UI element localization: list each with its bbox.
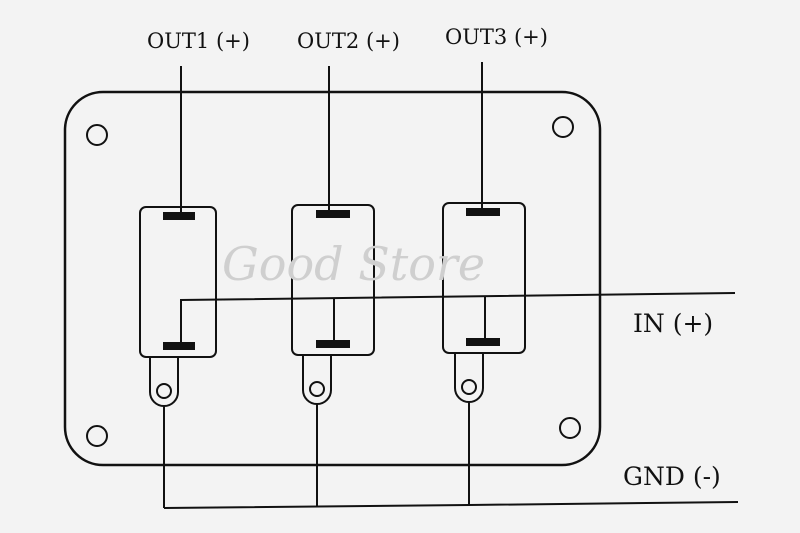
switch-2-top-terminal [316,210,350,218]
switch-body-2 [291,204,375,356]
switch-2-bottom-terminal [316,340,350,348]
switch-3-bottom-terminal [466,338,500,346]
ground-tab-3 [454,354,484,403]
ground-tab-2 [302,356,332,405]
mounting-hole-bottom-left [86,425,108,447]
watermark-text: Good Store [222,237,485,291]
switch-3-top-terminal [466,208,500,216]
ground-tab-1 [149,357,179,407]
mounting-hole-bottom-right [559,417,581,439]
ground-tab-hole-1 [156,383,172,399]
gnd-label: GND (-) [623,462,721,491]
out2-label: OUT2 (+) [297,29,400,53]
ground-tab-hole-3 [461,379,477,395]
ground-bus-wire [163,501,739,509]
input-bus-wire [180,292,736,342]
out3-label: OUT3 (+) [445,25,548,49]
switch-panel-plate [63,90,602,467]
switch-1-top-terminal [163,212,195,220]
switch-1-bottom-terminal [163,342,195,350]
switch-body-1 [139,206,217,358]
ground-tab-hole-2 [309,381,325,397]
switch-body-3 [442,202,526,354]
in-label: IN (+) [633,309,713,338]
mounting-hole-top-left [86,124,108,146]
out1-label: OUT1 (+) [147,29,250,53]
mounting-hole-top-right [552,116,574,138]
